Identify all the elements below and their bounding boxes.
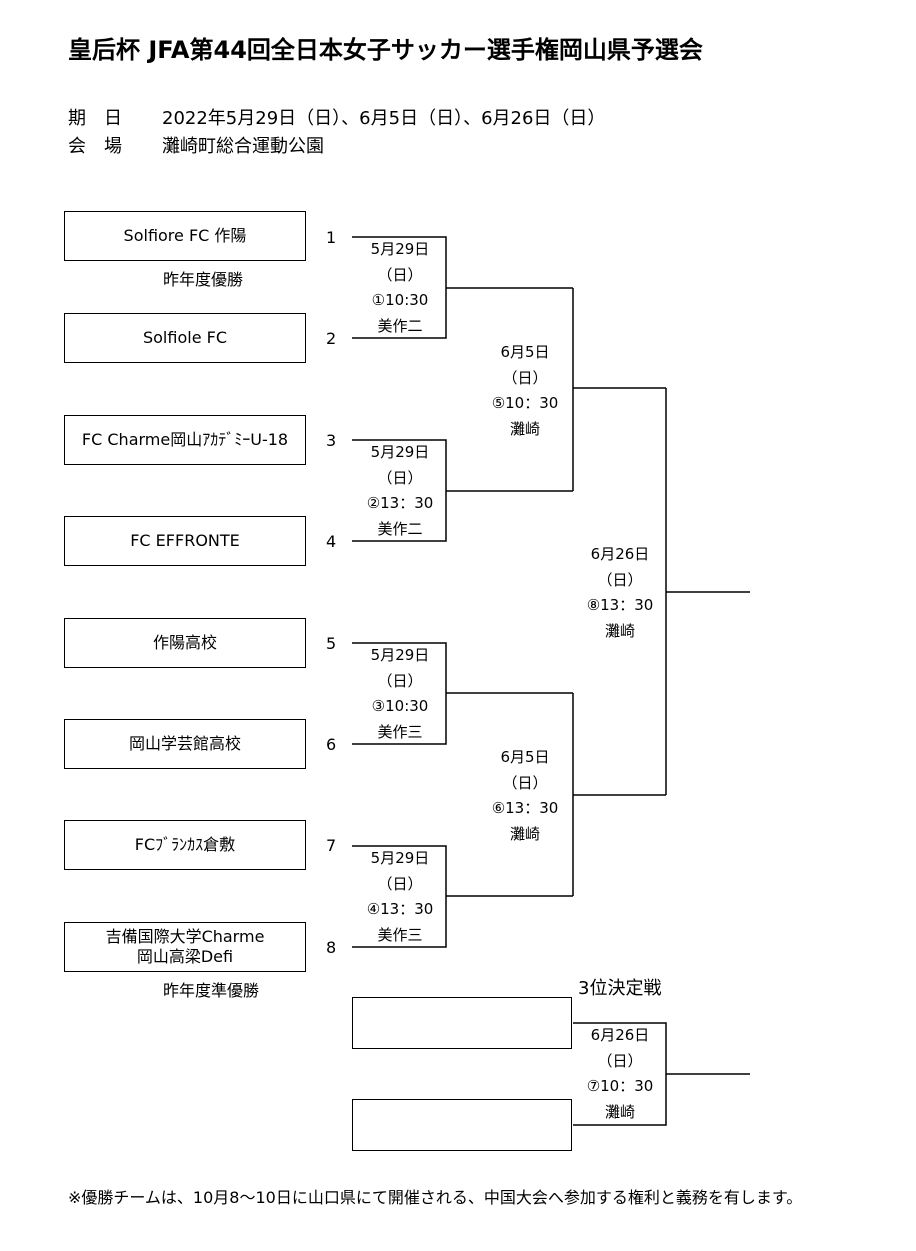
match-time: ④13：30 xyxy=(366,900,434,918)
match-day: （日） xyxy=(597,570,643,589)
match-date: 6月26日 xyxy=(590,1026,650,1044)
page-title: 皇后杯 JFA第44回全日本女子サッカー選手権岡山県予選会 xyxy=(68,36,703,64)
match-day: （日） xyxy=(502,773,548,792)
match-day: （日） xyxy=(502,368,548,387)
match-time: ③10:30 xyxy=(371,697,429,715)
third-place-slot-1 xyxy=(352,997,572,1049)
team-note-8: 昨年度準優勝 xyxy=(163,981,260,1000)
match-info-1: 5月29日 （日） ①10:30 美作二 xyxy=(352,237,448,339)
match-info-7: 6月26日 （日） ⑦10：30 灘崎 xyxy=(572,1023,668,1125)
seed-number-7: 7 xyxy=(326,836,337,855)
match-date: 5月29日 xyxy=(370,849,430,867)
match-date: 6月5日 xyxy=(500,748,550,766)
team-box-4: FC EFFRONTE xyxy=(64,516,306,566)
match-venue: 灘崎 xyxy=(509,824,540,843)
seed-number-6: 6 xyxy=(326,735,337,754)
team-name: FC EFFRONTE xyxy=(130,531,240,550)
match-info-2: 5月29日 （日） ②13：30 美作二 xyxy=(352,440,448,542)
team-name: 吉備国際大学Charme xyxy=(105,927,265,946)
seed-number-8: 8 xyxy=(326,938,337,957)
venue-value: 灘崎町総合運動公園 xyxy=(162,136,324,157)
team-name: Solfiore FC 作陽 xyxy=(123,226,247,245)
match-venue: 美作二 xyxy=(377,519,423,538)
match-info-5: 6月5日 （日） ⑤10：30 灘崎 xyxy=(477,340,573,442)
match-day: （日） xyxy=(377,671,423,690)
match-time: ⑦10：30 xyxy=(586,1077,654,1095)
team-name: Solfiole FC xyxy=(142,328,227,347)
match-venue: 美作三 xyxy=(377,722,423,741)
venue-label: 会 場 xyxy=(68,136,122,157)
match-date: 6月5日 xyxy=(500,343,550,361)
match-venue: 美作三 xyxy=(377,925,423,944)
match-venue: 美作二 xyxy=(377,316,423,335)
match-info-6: 6月5日 （日） ⑥13：30 灘崎 xyxy=(477,745,573,847)
team-name: 岡山学芸館高校 xyxy=(128,734,241,753)
match-date: 6月26日 xyxy=(590,545,650,563)
team-box-7: FCﾌﾞﾗﾝｶｽ倉敷 xyxy=(64,820,306,870)
team-box-2: Solfiole FC xyxy=(64,313,306,363)
seed-number-5: 5 xyxy=(326,634,337,653)
team-name: FCﾌﾞﾗﾝｶｽ倉敷 xyxy=(134,835,236,854)
team-name: FC Charme岡山ｱｶﾃﾞﾐｰU-18 xyxy=(81,430,289,449)
seed-number-2: 2 xyxy=(326,329,337,348)
team-note-1: 昨年度優勝 xyxy=(163,270,244,289)
seed-number-4: 4 xyxy=(326,532,337,551)
match-time: ⑧13：30 xyxy=(586,596,654,614)
match-info-3: 5月29日 （日） ③10:30 美作三 xyxy=(352,643,448,745)
match-date: 5月29日 xyxy=(370,443,430,461)
footnote: ※優勝チームは、10月8～10日に山口県にて開催される、中国大会へ参加する権利と… xyxy=(68,1188,803,1207)
third-place-title: 3位決定戦 xyxy=(578,978,662,999)
match-venue: 灘崎 xyxy=(509,419,540,438)
match-day: （日） xyxy=(377,468,423,487)
match-info-4: 5月29日 （日） ④13：30 美作三 xyxy=(352,846,448,948)
match-day: （日） xyxy=(377,265,423,284)
team-box-5: 作陽高校 xyxy=(64,618,306,668)
team-name: 作陽高校 xyxy=(152,633,217,652)
match-day: （日） xyxy=(377,874,423,893)
team-box-3: FC Charme岡山ｱｶﾃﾞﾐｰU-18 xyxy=(64,415,306,465)
seed-number-1: 1 xyxy=(326,228,337,247)
match-info-8: 6月26日 （日） ⑧13：30 灘崎 xyxy=(572,542,668,644)
match-day: （日） xyxy=(597,1051,643,1070)
team-box-6: 岡山学芸館高校 xyxy=(64,719,306,769)
date-label: 期 日 xyxy=(68,108,122,129)
team-name-line2: 岡山高梁Defi xyxy=(136,947,234,966)
match-venue: 灘崎 xyxy=(604,621,635,640)
third-place-slot-2 xyxy=(352,1099,572,1151)
match-time: ①10:30 xyxy=(371,291,429,309)
match-venue: 灘崎 xyxy=(604,1102,635,1121)
match-date: 5月29日 xyxy=(370,646,430,664)
match-date: 5月29日 xyxy=(370,240,430,258)
match-time: ⑤10：30 xyxy=(491,394,559,412)
match-time: ⑥13：30 xyxy=(491,799,559,817)
date-value: 2022年5月29日（日）、6月5日（日）、6月26日（日） xyxy=(162,108,606,129)
team-box-1: Solfiore FC 作陽 xyxy=(64,211,306,261)
seed-number-3: 3 xyxy=(326,431,337,450)
match-time: ②13：30 xyxy=(366,494,434,512)
